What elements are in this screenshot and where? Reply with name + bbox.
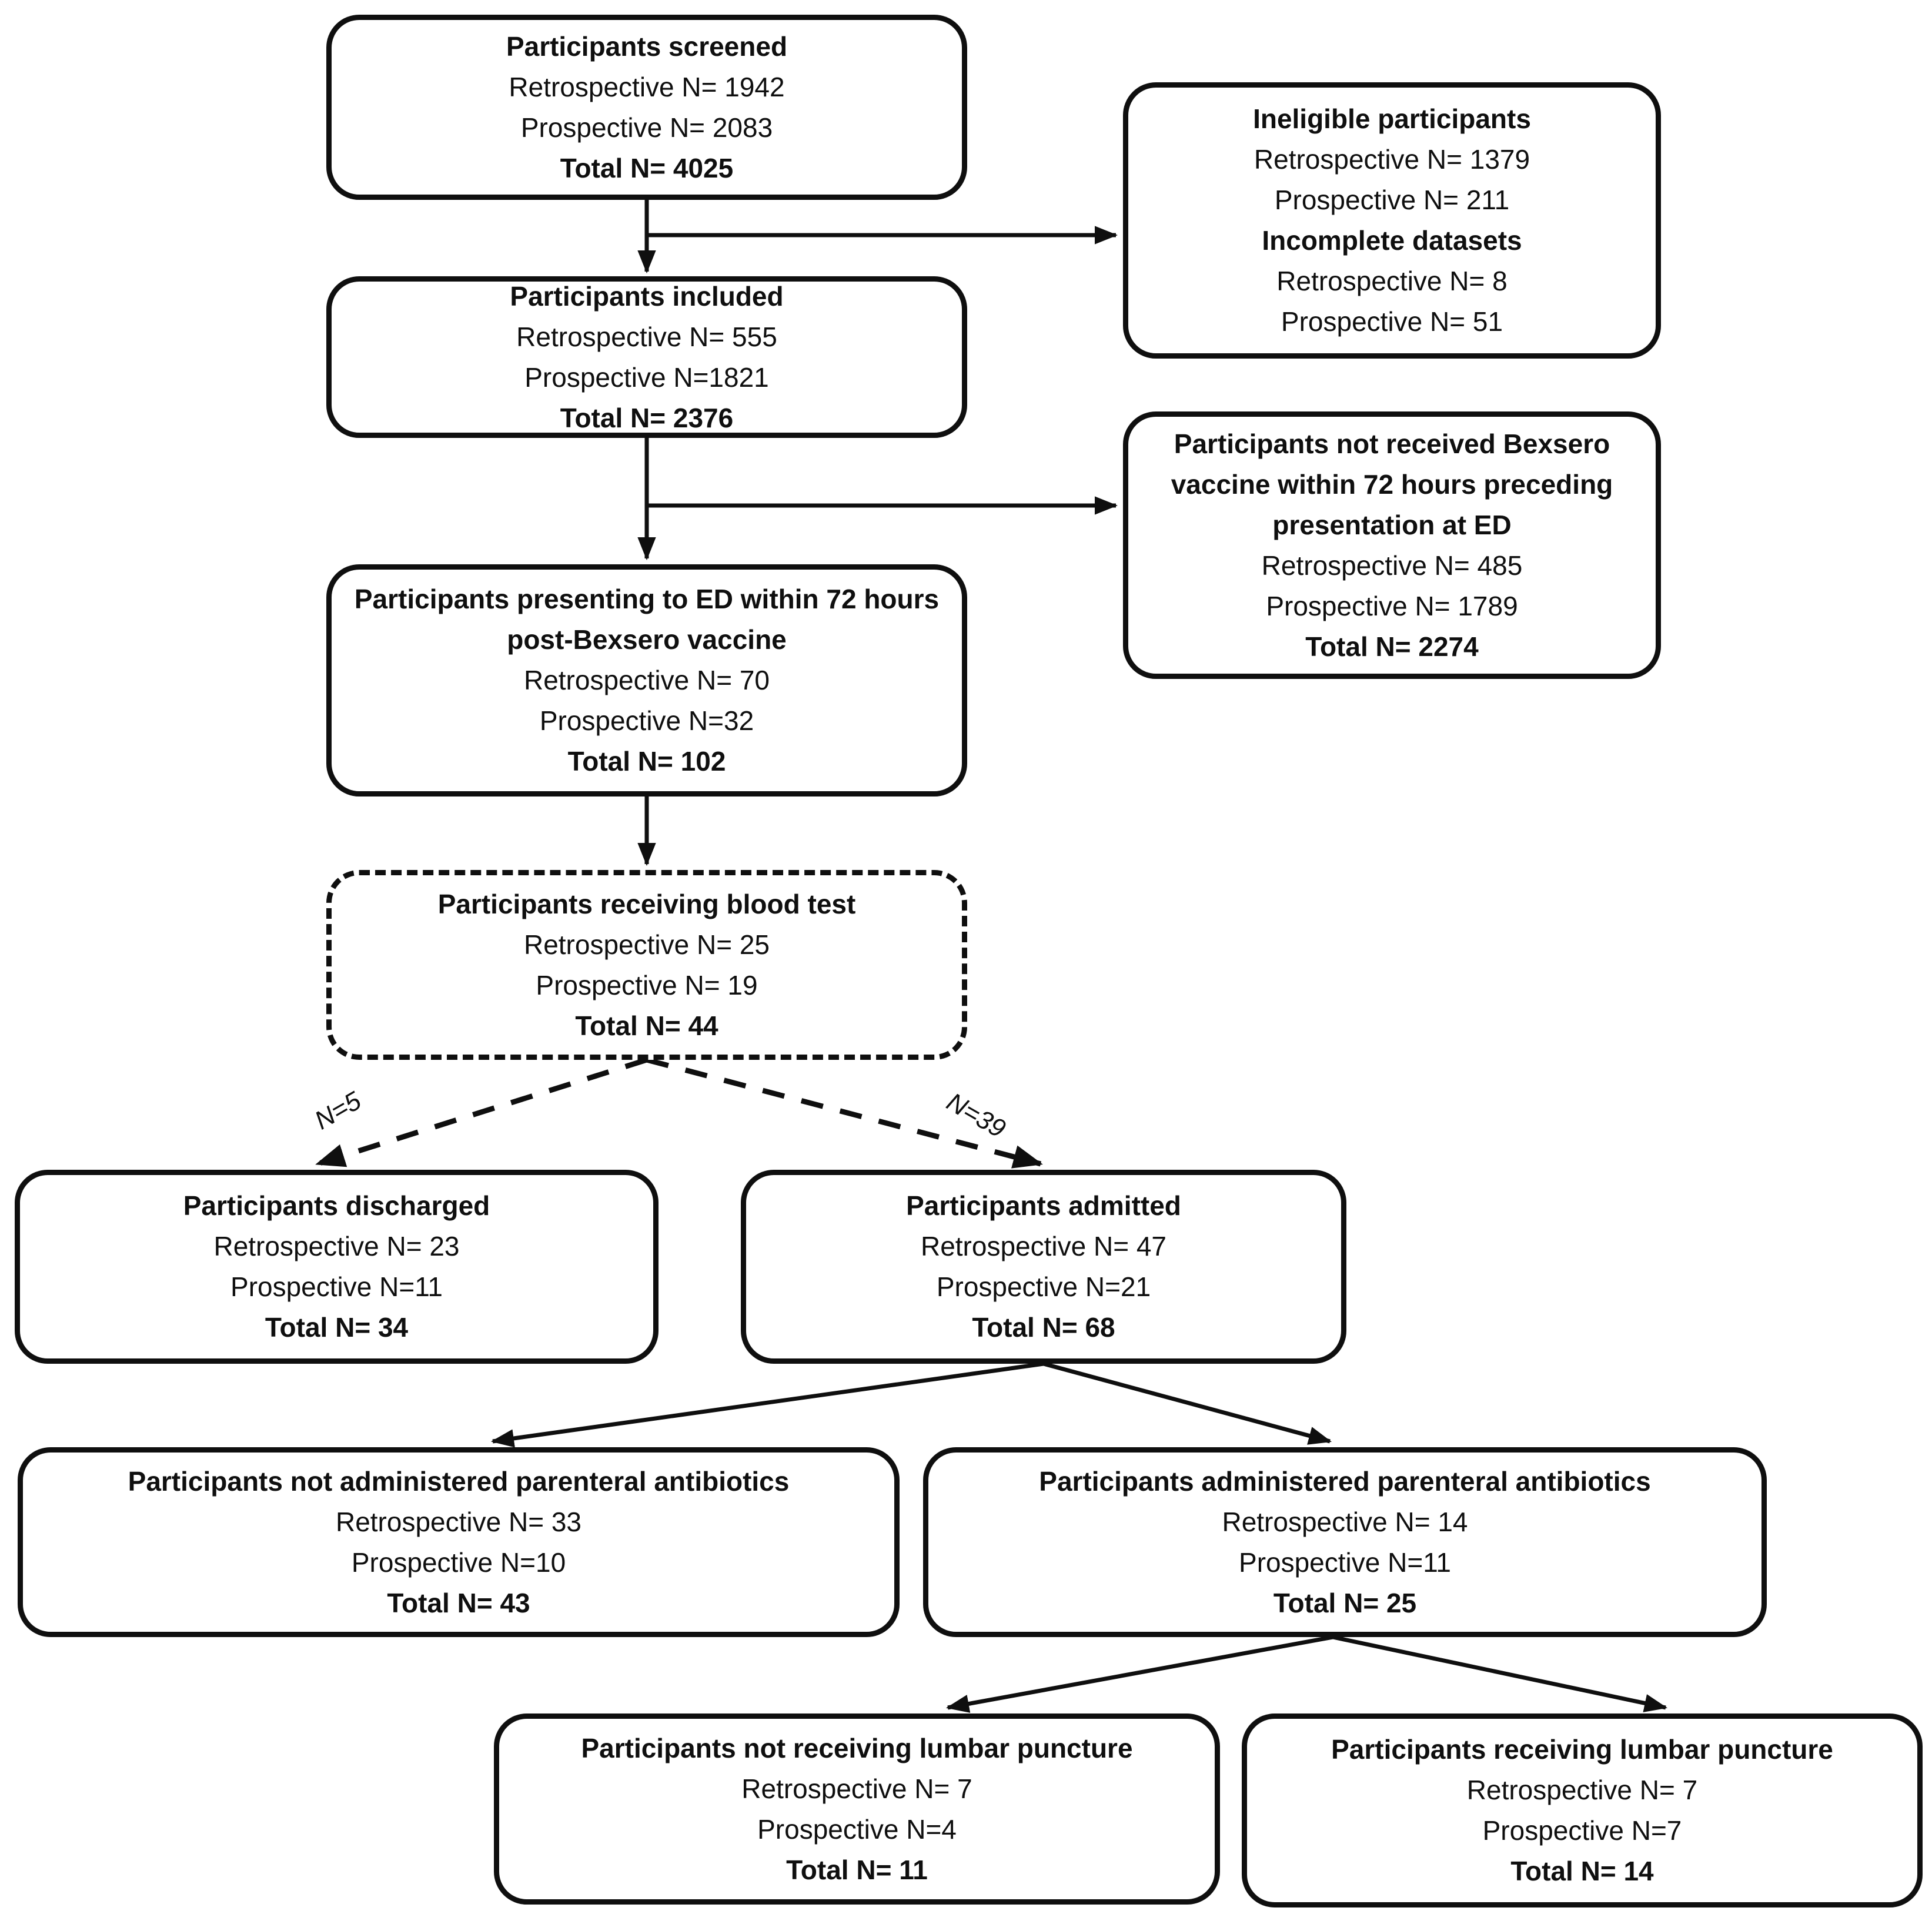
- arrow-admitted-to-no-antibiotics: [490, 1361, 1044, 1448]
- box-title: Ineligible participants: [1253, 103, 1531, 134]
- box-subtitle: Incomplete datasets: [1262, 225, 1522, 256]
- retrospective-count: Retrospective N= 485: [1261, 550, 1523, 581]
- box-title: Participants receiving blood test: [437, 888, 856, 919]
- total-count: Total N= 44: [575, 1010, 718, 1041]
- total-count: Total N= 2274: [1305, 631, 1479, 662]
- box-title: Participants receiving lumbar puncture: [1331, 1734, 1833, 1765]
- total-count: Total N= 14: [1510, 1856, 1654, 1886]
- edge-label-n5: N=5: [310, 1086, 366, 1136]
- box-ineligible-participants: Ineligible participants Retrospective N=…: [1123, 82, 1661, 359]
- prospective-count: Prospective N=21: [936, 1271, 1151, 1302]
- box-presenting-to-ed: Participants presenting to ED within 72 …: [326, 564, 967, 796]
- total-count: Total N= 68: [972, 1312, 1115, 1343]
- total-count: Total N= 4025: [560, 152, 734, 183]
- prospective-count: Prospective N= 1789: [1266, 590, 1518, 621]
- box-participants-screened: Participants screened Retrospective N= 1…: [326, 15, 967, 200]
- box-title: Participants presenting to ED within 72 …: [354, 584, 940, 655]
- box-participants-discharged: Participants discharged Retrospective N=…: [15, 1170, 659, 1364]
- box-participants-included: Participants included Retrospective N= 5…: [326, 276, 967, 438]
- box-title: Participants not receiving lumbar punctu…: [581, 1732, 1133, 1763]
- retrospective-count: Retrospective N= 1942: [509, 71, 785, 102]
- prospective-count: Prospective N= 51: [1281, 306, 1503, 337]
- total-count: Total N= 43: [387, 1587, 530, 1618]
- box-title: Participants not administered parenteral…: [128, 1465, 790, 1497]
- box-administered-antibiotics: Participants administered parenteral ant…: [923, 1447, 1767, 1637]
- prospective-count: Prospective N=10: [351, 1547, 566, 1578]
- retrospective-count: Retrospective N= 70: [523, 665, 770, 695]
- prospective-count: Prospective N=32: [539, 705, 754, 736]
- total-count: Total N= 102: [567, 746, 726, 777]
- retrospective-count: Retrospective N= 555: [516, 321, 777, 352]
- total-count: Total N= 34: [265, 1312, 409, 1343]
- box-not-receiving-lumbar-puncture: Participants not receiving lumbar punctu…: [494, 1713, 1220, 1905]
- arrow-antibiotics-to-lp: [1332, 1635, 1668, 1712]
- prospective-count: Prospective N=11: [1239, 1547, 1451, 1578]
- retrospective-count: Retrospective N= 8: [1276, 266, 1508, 296]
- total-count: Total N= 25: [1273, 1587, 1417, 1618]
- retrospective-count: Retrospective N= 33: [335, 1506, 582, 1537]
- prospective-count: Prospective N= 2083: [520, 112, 773, 143]
- retrospective-count: Retrospective N= 23: [213, 1231, 460, 1261]
- retrospective-count: Retrospective N= 14: [1222, 1506, 1468, 1537]
- total-count: Total N= 11: [786, 1854, 928, 1885]
- arrow-blood-test-to-discharged: [315, 1057, 648, 1167]
- prospective-count: Prospective N=11: [230, 1271, 443, 1302]
- edge-label-n39: N=39: [941, 1087, 1011, 1144]
- retrospective-count: Retrospective N= 1379: [1254, 144, 1530, 175]
- box-title: Participants discharged: [183, 1190, 490, 1221]
- prospective-count: Prospective N= 211: [1274, 185, 1510, 215]
- box-not-administered-antibiotics: Participants not administered parenteral…: [18, 1447, 900, 1637]
- prospective-count: Prospective N=1821: [524, 362, 769, 393]
- total-count: Total N= 2376: [560, 402, 734, 433]
- retrospective-count: Retrospective N= 25: [523, 929, 770, 960]
- retrospective-count: Retrospective N= 7: [1466, 1775, 1698, 1805]
- prospective-count: Prospective N=4: [757, 1813, 957, 1845]
- retrospective-count: Retrospective N= 7: [741, 1773, 972, 1804]
- box-not-received-bexsero: Participants not received Bexsero vaccin…: [1123, 411, 1661, 679]
- box-title: Participants screened: [506, 31, 788, 62]
- arrow-admitted-to-antibiotics: [1043, 1361, 1332, 1445]
- box-receiving-lumbar-puncture: Participants receiving lumbar puncture R…: [1242, 1713, 1923, 1907]
- box-participants-admitted: Participants admitted Retrospective N= 4…: [741, 1170, 1346, 1364]
- prospective-count: Prospective N= 19: [536, 969, 758, 1000]
- box-title: Participants admitted: [906, 1190, 1181, 1221]
- retrospective-count: Retrospective N= 47: [920, 1231, 1167, 1261]
- box-title: Participants included: [510, 280, 784, 312]
- box-title: Participants not received Bexsero vaccin…: [1171, 428, 1613, 540]
- box-title: Participants administered parenteral ant…: [1039, 1465, 1651, 1497]
- box-receiving-blood-test: Participants receiving blood test Retros…: [326, 870, 967, 1060]
- arrow-antibiotics-to-no-lp: [945, 1635, 1333, 1713]
- prospective-count: Prospective N=7: [1482, 1815, 1682, 1846]
